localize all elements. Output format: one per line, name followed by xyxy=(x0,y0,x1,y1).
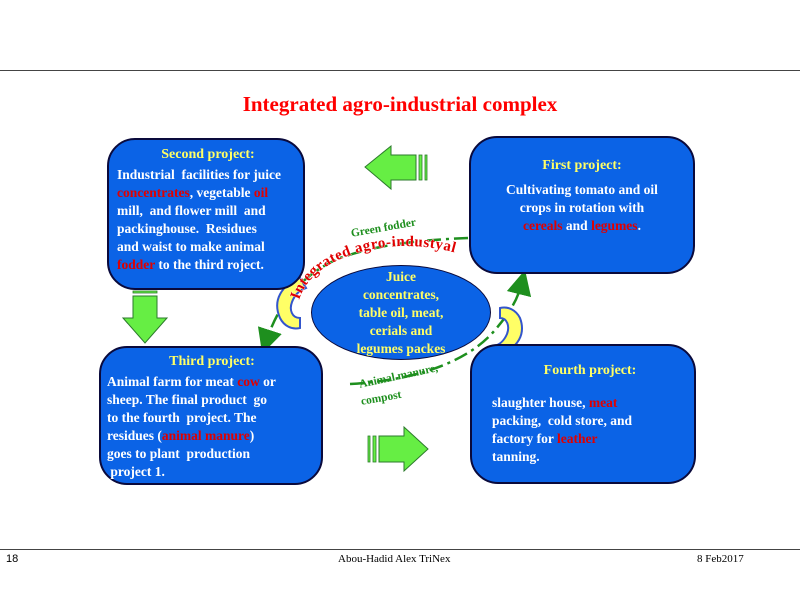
body-text: slaughter house, xyxy=(492,395,589,410)
body-line: to the fourth project. The xyxy=(107,409,317,427)
circular-arrow-right xyxy=(492,306,523,356)
second-project-heading: Second project: xyxy=(161,147,255,162)
body-text: and xyxy=(562,218,592,233)
footer-date: 8 Feb2017 xyxy=(697,553,744,565)
highlight-term: oil xyxy=(253,185,269,200)
body-line: Cultivating tomato and oil xyxy=(477,181,687,199)
slide-title: Integrated agro-industrial complex xyxy=(242,92,558,116)
body-line: tanning. xyxy=(492,448,688,466)
body-text: crops in rotation with xyxy=(519,200,645,215)
highlight-term: fodder xyxy=(117,257,156,272)
animal-manure-connector xyxy=(349,269,532,386)
highlight-term: cereals xyxy=(523,218,563,233)
body-text: factory for xyxy=(492,431,557,446)
center-line: legumes packes xyxy=(356,341,446,356)
body-text: project 1. xyxy=(107,464,165,479)
second-project-body: Industrial facilities for juice concentra… xyxy=(117,166,299,274)
first-project-body: Cultivating tomato and oil crops in rotat… xyxy=(477,181,687,235)
body-text: tanning. xyxy=(492,449,540,464)
second-project-box: Second project: Industrial facilities fo… xyxy=(107,138,305,290)
body-text: , vegetable xyxy=(189,185,254,200)
arrow-left-block xyxy=(364,144,428,191)
footer-authors: Abou-Hadid Alex TriNex xyxy=(338,553,451,565)
body-text: or xyxy=(259,374,276,389)
highlight-term: cow xyxy=(237,374,260,389)
body-line: factory for leather xyxy=(492,430,688,448)
body-line: cereals and legumes. xyxy=(477,217,687,235)
body-text: Industrial facilities for juice xyxy=(117,167,281,182)
body-line: and waist to make animal xyxy=(117,238,299,256)
body-line: Animal farm for meat cow or xyxy=(107,373,317,391)
body-line: slaughter house, meat xyxy=(492,394,688,412)
body-line: residues (animal manure) xyxy=(107,427,317,445)
first-project-box: First project: Cultivating tomato and oi… xyxy=(469,136,695,274)
body-text: Cultivating tomato and oil xyxy=(506,182,658,197)
highlight-term: concentrates xyxy=(117,185,190,200)
highlight-term: legumes xyxy=(591,218,638,233)
body-text: and waist to make animal xyxy=(117,239,265,254)
body-line: fodder to the third roject. xyxy=(117,256,299,274)
body-line: mill, and flower mill and xyxy=(117,202,299,220)
highlight-term: meat xyxy=(588,395,618,410)
circular-arrow-left xyxy=(276,276,308,330)
body-line: concentrates, vegetable oil xyxy=(117,184,299,202)
first-project-heading: First project: xyxy=(542,158,622,173)
arrow-right-block xyxy=(367,425,429,473)
center-line: table oil, meat, xyxy=(358,305,444,320)
highlight-term: animal manure xyxy=(161,428,250,443)
body-text: to the fourth project. The xyxy=(107,410,257,425)
body-line: goes to plant production xyxy=(107,445,317,463)
body-text: residues ( xyxy=(107,428,162,443)
footer-rule xyxy=(0,549,800,550)
ring-label: Integrated agro-industyal xyxy=(287,234,457,302)
body-text: ) xyxy=(249,428,255,443)
body-line: packing, cold store, and xyxy=(492,412,688,430)
svg-text:Integrated agro-industyal: Integrated agro-industyal xyxy=(288,234,458,301)
body-text: . xyxy=(637,218,641,233)
body-text: packing, cold store, and xyxy=(492,413,633,428)
third-project-heading: Third project: xyxy=(169,354,255,369)
center-line: Juice xyxy=(386,269,416,284)
highlight-term: leather xyxy=(556,431,598,446)
body-line: Industrial facilities for juice xyxy=(117,166,299,184)
body-text: packinghouse. Residues xyxy=(117,221,257,236)
body-text: goes to plant production xyxy=(107,446,251,461)
top-rule xyxy=(0,70,800,71)
center-products-ellipse xyxy=(311,265,491,360)
body-text: mill, and flower mill and xyxy=(117,203,266,218)
body-text: to the third roject. xyxy=(155,257,264,272)
third-project-box: Third project: Animal farm for meat cow … xyxy=(99,346,323,485)
center-products-text: Juice concentrates, table oil, meat, cer… xyxy=(311,268,491,358)
page-number: 18 xyxy=(6,553,19,565)
body-line: packinghouse. Residues xyxy=(117,220,299,238)
center-line: cerials and xyxy=(369,323,433,338)
body-text: sheep. The final product go xyxy=(107,392,268,407)
center-line: concentrates, xyxy=(362,287,440,302)
body-line: sheep. The final product go xyxy=(107,391,317,409)
body-line: crops in rotation with xyxy=(477,199,687,217)
body-line: project 1. xyxy=(107,463,317,481)
fourth-project-heading: Fourth project: xyxy=(543,363,637,378)
body-text: Animal farm for meat xyxy=(107,374,238,389)
